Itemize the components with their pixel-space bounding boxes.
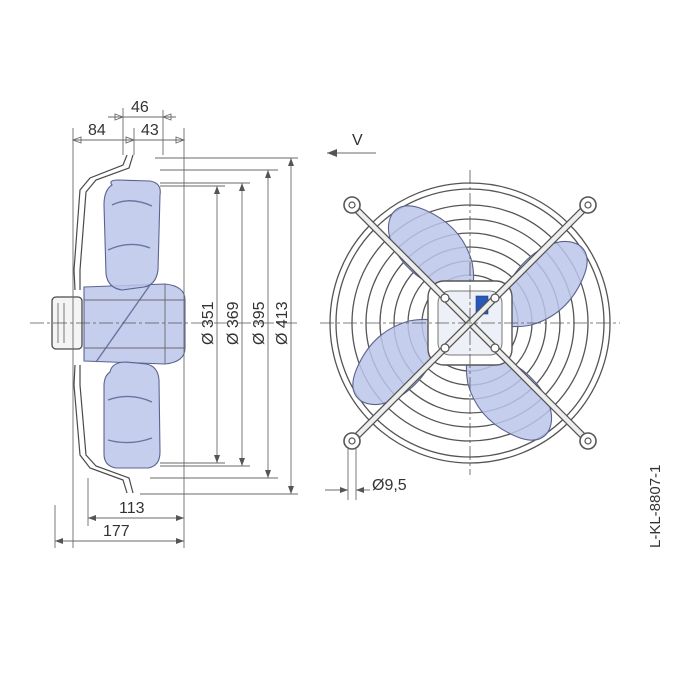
dim-369: Ø 369 (225, 301, 242, 345)
drawing-code: L-KL-8807-1 (647, 465, 664, 548)
dim-46: 46 (131, 99, 149, 116)
side-blade-lower (103, 361, 161, 469)
dim-395: Ø 395 (251, 301, 268, 345)
dim-113: 113 (119, 500, 145, 517)
dim-177: 177 (103, 523, 130, 540)
motor-hub (83, 283, 186, 365)
mount-holes (343, 196, 597, 450)
dim-413: Ø 413 (274, 301, 291, 345)
dim-hole: Ø9,5 (372, 477, 407, 494)
side-blade-upper (103, 179, 161, 291)
dim-43: 43 (141, 122, 159, 139)
dim-84: 84 (88, 122, 106, 139)
side-view: 46 84 43 113 177 Ø 351 Ø 369 Ø 395 Ø 413 (30, 99, 300, 548)
front-view: V (320, 132, 620, 500)
dim-351: Ø 351 (200, 301, 217, 345)
front-blades (352, 205, 588, 441)
view-label: V (352, 132, 363, 149)
